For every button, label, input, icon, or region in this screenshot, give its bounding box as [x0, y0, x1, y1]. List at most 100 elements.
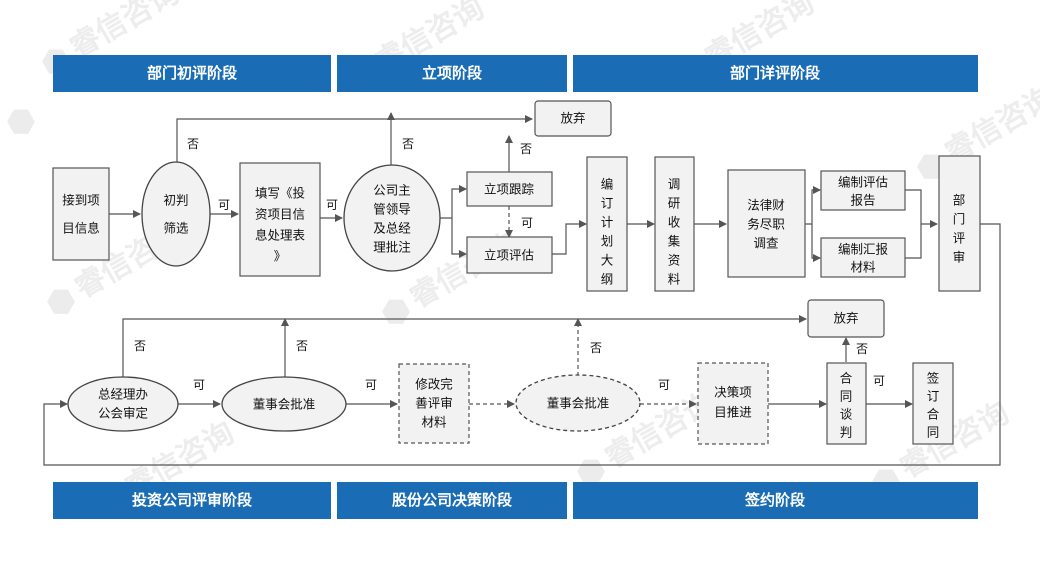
- node-text: 善评审: [415, 396, 453, 411]
- node-board-approve-2: 董事会批准: [515, 374, 641, 432]
- stage-label-dept-initial: 部门初评阶段: [147, 64, 237, 82]
- stage-label-dept-detailed: 部门详评阶段: [730, 64, 820, 82]
- edge-label-yes: 可: [658, 378, 670, 392]
- node-text: 计: [601, 215, 614, 230]
- stage-band-dept-initial: [53, 55, 331, 92]
- node-negotiate: 合 同 谈 判: [826, 362, 867, 445]
- edge-label-no: 否: [402, 137, 414, 151]
- node-text: 调查: [753, 236, 779, 251]
- node-gm-review: 总经理办 公会审定: [67, 376, 179, 432]
- node-receive-info: 接到项 目信息: [52, 167, 110, 261]
- node-summary-report: 编制汇报 材料: [820, 237, 906, 278]
- node-text: 同: [927, 425, 940, 440]
- node-text: 公会审定: [98, 406, 148, 421]
- node-text: 编: [601, 177, 614, 192]
- node-text: 管领导: [373, 202, 411, 217]
- edge-eval-report-to-review: [905, 189, 938, 228]
- edge-review-to-gm: [43, 223, 1001, 466]
- node-text: 纲: [601, 272, 614, 287]
- edge-summary-to-review: [905, 224, 922, 259]
- node-text: 料: [668, 272, 681, 287]
- stage-band-company-decision: [337, 482, 567, 519]
- node-sign: 签 订 合 同: [912, 362, 954, 445]
- edge-screen-to-abandon: [176, 115, 533, 162]
- edge-label-yes: 可: [365, 378, 377, 392]
- node-text: 修改完: [415, 377, 453, 392]
- node-text: 审: [953, 250, 966, 265]
- node-text: 总经理办: [98, 387, 148, 402]
- node-text: 合: [840, 371, 853, 386]
- node-text: 目推进: [714, 405, 752, 420]
- stage-band-dept-detailed: [573, 55, 978, 92]
- edge-label-yes: 可: [521, 216, 533, 230]
- node-text: 集: [668, 234, 681, 249]
- node-text: 接到项: [62, 193, 100, 208]
- node-outline: 编 订 计 划 大 纲: [586, 156, 628, 292]
- edge-label-no: 否: [590, 341, 602, 355]
- edge-label-yes: 可: [873, 374, 885, 388]
- node-text: 编制评估: [838, 175, 888, 190]
- node-text: 部: [953, 193, 966, 208]
- edge-dd-to-eval-report: [805, 186, 821, 225]
- stage-band-signing: [573, 482, 978, 519]
- node-text: 息处理表: [255, 228, 306, 243]
- node-text: 》: [274, 249, 287, 264]
- node-text: 理批注: [373, 240, 411, 255]
- node-text: 调: [668, 177, 681, 192]
- node-evaluate: 立项评估: [466, 236, 553, 274]
- edge-label-no: 否: [296, 339, 308, 353]
- edge-label-no: 否: [520, 142, 532, 156]
- stage-label-project-setup: 立项阶段: [422, 64, 482, 82]
- node-text: 签: [927, 371, 940, 386]
- node-text: 目信息: [62, 221, 100, 236]
- node-text: 公司主: [373, 183, 411, 198]
- node-text: 报告: [850, 193, 875, 208]
- node-text: 门: [953, 212, 966, 227]
- edge-approve-to-evaluate: [451, 218, 467, 258]
- node-text: 判: [840, 425, 853, 440]
- node-board-approve-1: 董事会批准: [221, 376, 347, 432]
- node-text: 初判: [163, 193, 188, 208]
- node-text: 董事会批准: [547, 396, 610, 411]
- node-text: 研: [668, 196, 681, 211]
- watermark-text: 睿信咨询: [894, 395, 1015, 485]
- node-text: 资: [668, 253, 681, 268]
- node-text: 材料: [850, 260, 876, 275]
- edge-evaluate-to-outline: [552, 220, 587, 255]
- node-decision: 决策项 目推进: [697, 362, 769, 445]
- node-dept-review: 部 门 评 审: [938, 155, 981, 292]
- node-eval-report: 编制评估 报告: [820, 170, 906, 211]
- node-fill-form: 填写《投 资项目信 息处理表 》: [239, 162, 321, 277]
- node-text: 务尽职: [747, 217, 785, 232]
- node-text: 订: [927, 389, 940, 404]
- edge-approve-to-track: [440, 185, 467, 219]
- node-due-diligence: 法律财 务尽职 调查: [727, 169, 806, 278]
- node-revise: 修改完 善评审 材料: [398, 363, 470, 444]
- node-text: 资项目信: [255, 207, 305, 222]
- node-text: 放弃: [833, 311, 858, 326]
- node-text: 决策项: [714, 385, 752, 400]
- node-text: 立项评估: [484, 248, 534, 263]
- stage-band-project-setup: [337, 55, 567, 92]
- node-text: 同: [840, 389, 853, 404]
- node-text: 筛选: [163, 221, 189, 236]
- watermark-logo: [7, 109, 35, 134]
- node-text: 大: [601, 253, 614, 268]
- node-text: 编制汇报: [838, 242, 889, 257]
- stage-label-signing: 签约阶段: [744, 491, 805, 509]
- node-text: 谈: [840, 407, 853, 422]
- node-collect: 调 研 收 集 资 料: [654, 156, 695, 292]
- node-text: 评: [953, 231, 966, 246]
- edge-label-no: 否: [187, 137, 199, 151]
- edge-label-yes: 可: [326, 198, 338, 212]
- node-text: 立项跟踪: [484, 182, 535, 197]
- node-text: 收: [668, 215, 681, 230]
- node-text: 材料: [421, 415, 447, 430]
- stage-label-company-decision: 股份公司决策阶段: [392, 491, 512, 509]
- node-text: 划: [601, 234, 614, 249]
- node-text: 法律财: [747, 198, 785, 213]
- edge-dd-to-summary: [811, 224, 821, 262]
- node-text: 合: [927, 407, 940, 422]
